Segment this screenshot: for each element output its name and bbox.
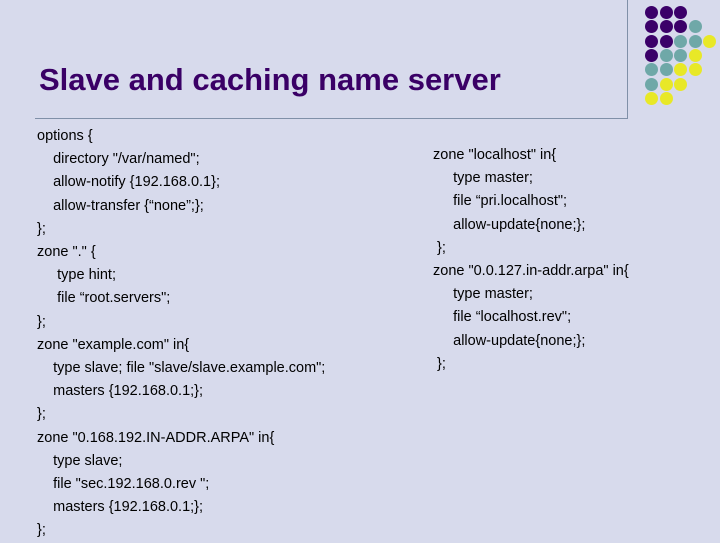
- decor-dot: [645, 6, 658, 19]
- config-line: zone "0.0.127.in-addr.arpa" in{: [433, 263, 629, 280]
- decor-dot: [688, 48, 702, 62]
- config-line: zone "." {: [37, 244, 96, 261]
- decor-dot: [659, 91, 673, 105]
- config-line: type master;: [433, 286, 533, 303]
- decor-dot: [688, 34, 702, 48]
- decor-dot: [674, 77, 688, 91]
- config-line: masters {192.168.0.1;};: [37, 499, 204, 516]
- config-line: };: [37, 220, 46, 237]
- config-line: file “pri.localhost";: [433, 193, 568, 210]
- config-line: };: [37, 313, 46, 330]
- config-line: allow-notify {192.168.0.1};: [37, 174, 220, 191]
- config-line: allow-update{none;};: [433, 216, 586, 233]
- config-line: file “root.servers";: [37, 290, 171, 307]
- decor-dot: [674, 6, 688, 19]
- decor-dot: [659, 20, 673, 34]
- decor-dot: [688, 20, 702, 34]
- decor-dot: [645, 20, 658, 34]
- decor-dot: [645, 91, 658, 105]
- decor-dot: [659, 63, 673, 77]
- decor-dot: [659, 77, 673, 91]
- decor-dot: [659, 34, 673, 48]
- decor-dot: [659, 48, 673, 62]
- title-placeholder-box: [35, 0, 628, 119]
- page-title: Slave and caching name server: [39, 62, 501, 97]
- decor-dot: [659, 6, 673, 19]
- content-placeholder-box: options { directory "/var/named"; allow-…: [35, 119, 629, 538]
- decor-dot: [645, 34, 658, 48]
- decor-dot: [688, 63, 702, 77]
- config-line: };: [37, 522, 46, 539]
- config-line: zone "localhost" in{: [433, 147, 557, 163]
- config-line: type slave; file "slave/slave.example.co…: [37, 360, 326, 377]
- decor-dot: [674, 20, 688, 34]
- decor-dot: [674, 63, 688, 77]
- decor-dot: [645, 77, 658, 91]
- config-line: };: [37, 406, 46, 423]
- decor-dot: [645, 48, 658, 62]
- config-line: };: [433, 239, 446, 256]
- config-line: };: [433, 355, 446, 372]
- config-line: allow-update{none;};: [433, 332, 586, 349]
- config-line: zone "example.com" in{: [37, 336, 190, 353]
- decor-dot: [703, 34, 717, 48]
- decor-dot: [674, 34, 688, 48]
- config-line: file "sec.192.168.0.rev ";: [37, 476, 210, 493]
- decor-dot: [645, 63, 658, 77]
- config-line: file “localhost.rev";: [433, 309, 572, 326]
- config-line: type slave;: [37, 452, 123, 469]
- config-line: options {: [37, 128, 93, 144]
- config-line: directory "/var/named";: [37, 151, 200, 168]
- config-line: type hint;: [37, 267, 116, 284]
- config-line: type master;: [433, 170, 533, 187]
- config-left-column: options { directory "/var/named"; allow-…: [37, 125, 325, 543]
- config-line: masters {192.168.0.1;};: [37, 383, 204, 400]
- config-line: allow-transfer {“none”;};: [37, 197, 204, 214]
- dot-grid-decoration-icon: [645, 6, 720, 116]
- config-line: zone "0.168.192.IN-ADDR.ARPA" in{: [37, 429, 275, 446]
- config-right-column: zone "localhost" in{ type master; file “…: [433, 144, 629, 376]
- decor-dot: [674, 48, 688, 62]
